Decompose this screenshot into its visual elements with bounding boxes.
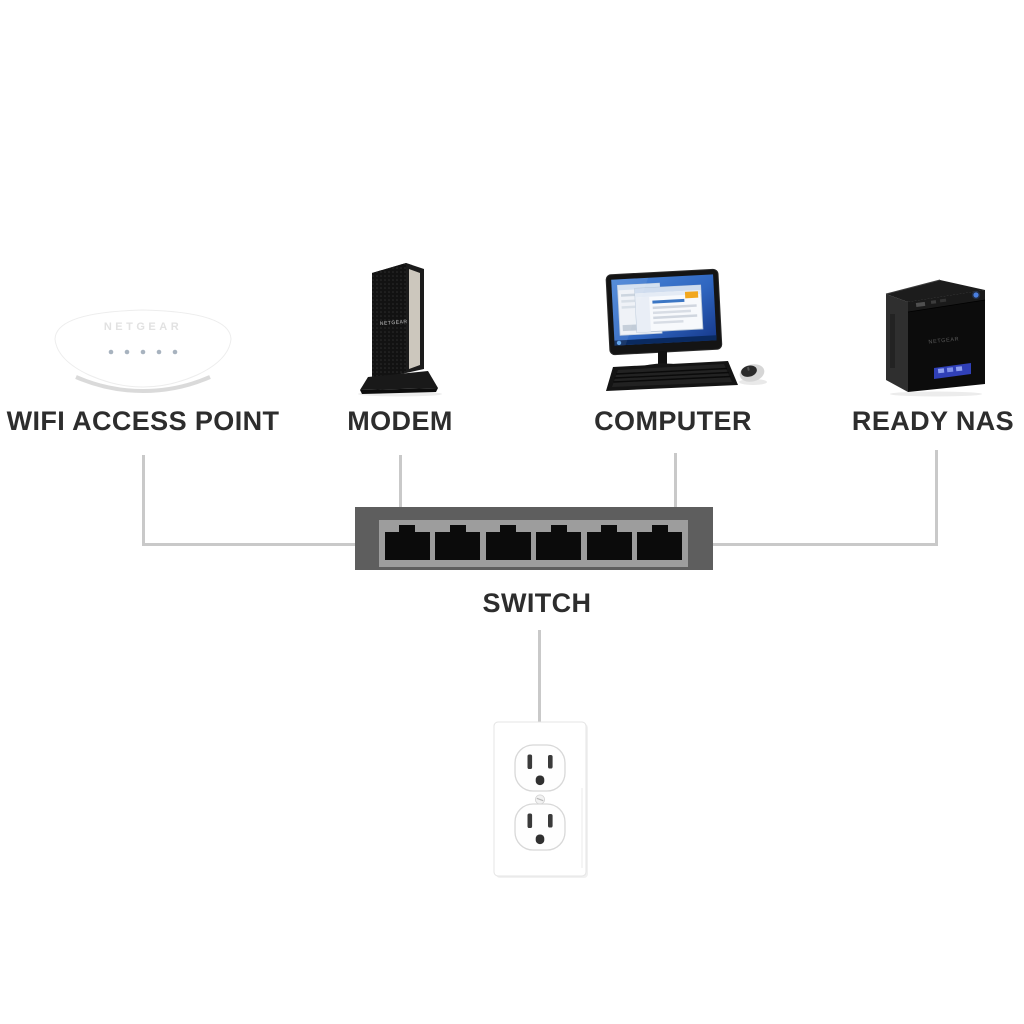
- label-switch: SWITCH: [482, 588, 592, 618]
- ready-nas-icon: NETGEAR: [876, 266, 990, 398]
- wifi-access-point-icon: NETGEAR: [48, 297, 238, 397]
- outlet-socket-bottom: [514, 803, 566, 851]
- power-outlet-icon: [490, 718, 590, 880]
- connection-line-outlet: [538, 630, 541, 722]
- ap-led: [108, 349, 114, 355]
- outlet-socket-top: [514, 744, 566, 792]
- modem-brand-text: NETGEAR: [380, 319, 408, 327]
- label-ready-nas: READY NAS: [851, 406, 1015, 436]
- ethernet-port: [384, 532, 430, 560]
- label-modem: MODEM: [347, 406, 453, 436]
- connection-line-modem: [399, 455, 402, 510]
- connection-line-ap-vertical: [142, 455, 145, 545]
- ethernet-port: [536, 532, 582, 560]
- switch-ports: [379, 520, 688, 567]
- ethernet-port: [586, 532, 632, 560]
- ethernet-port: [637, 532, 683, 560]
- ap-led: [172, 349, 178, 355]
- label-wifi-access-point: WIFI ACCESS POINT: [6, 406, 280, 436]
- ap-leds: [108, 349, 178, 355]
- switch-icon: [355, 507, 713, 570]
- nas-power-led: [973, 292, 979, 298]
- connection-line-nas-vertical: [935, 450, 938, 546]
- ap-led: [124, 349, 130, 355]
- ap-brand-text: NETGEAR: [104, 321, 182, 333]
- connection-line-computer: [674, 453, 677, 510]
- modem-icon: NETGEAR: [356, 255, 446, 397]
- nas-brand-text: NETGEAR: [928, 336, 959, 345]
- connection-line-nas-horizontal: [711, 543, 938, 546]
- outlet-screw: [535, 794, 546, 805]
- connection-line-ap-horizontal: [142, 543, 358, 546]
- ap-led: [140, 349, 146, 355]
- ethernet-port: [485, 532, 531, 560]
- label-computer: COMPUTER: [594, 406, 752, 436]
- ethernet-port: [435, 532, 481, 560]
- ap-led: [156, 349, 162, 355]
- computer-icon: [578, 263, 782, 399]
